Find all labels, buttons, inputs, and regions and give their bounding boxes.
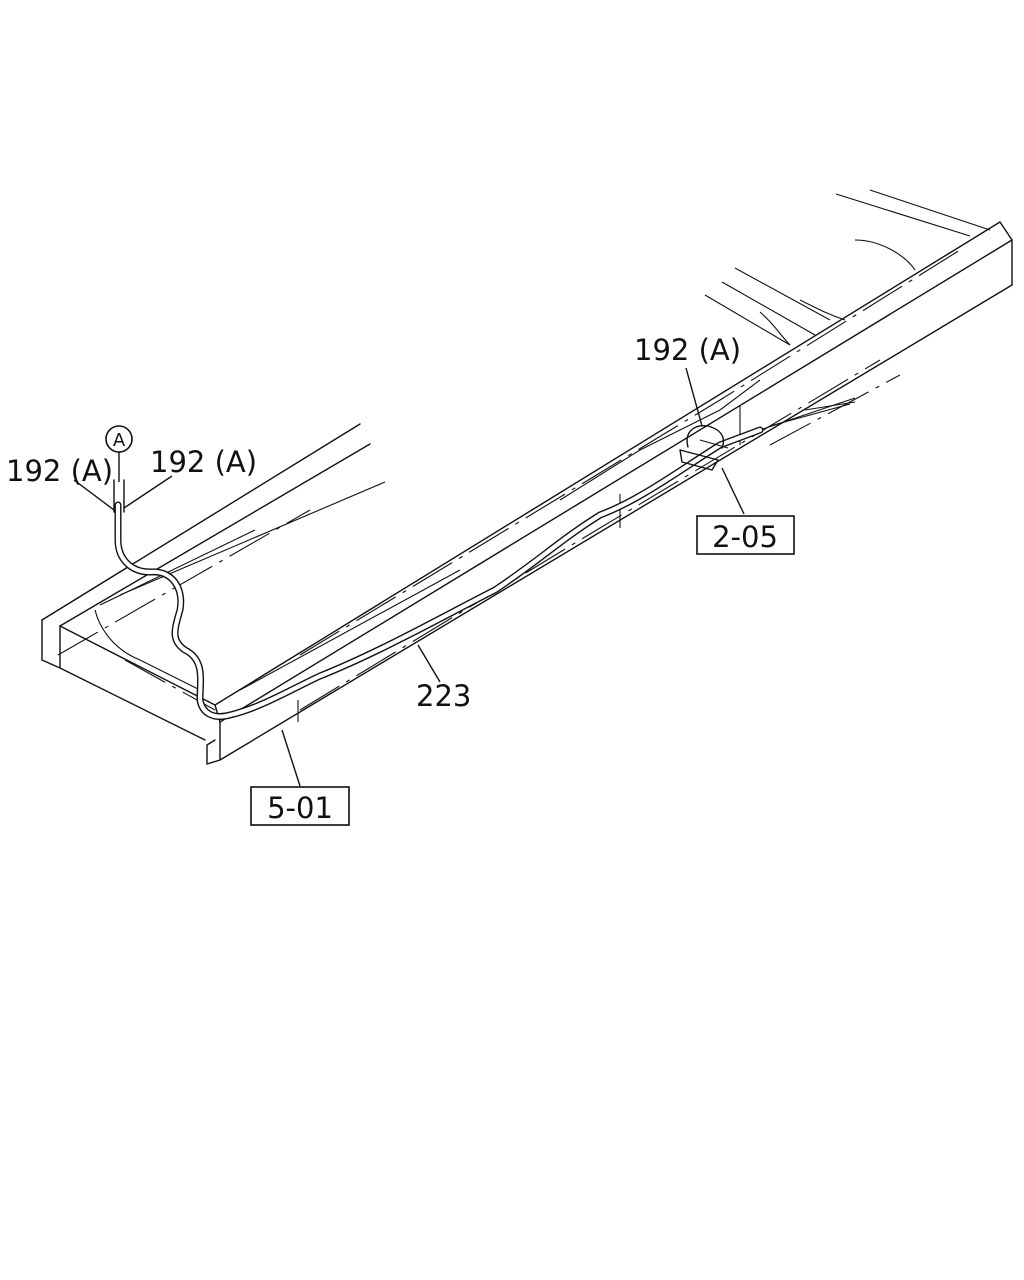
frame-rail (41, 221, 1013, 765)
leader-lines (73, 367, 745, 787)
clip-192a-right (679, 425, 729, 471)
connector-a-callout: A (105, 425, 133, 453)
label-192a-top: 192 (A) (634, 333, 741, 367)
ref-2-05-label: 2-05 (712, 520, 778, 554)
ref-box-5-01: 5-01 (250, 786, 350, 826)
ref-box-2-05: 2-05 (696, 515, 795, 555)
label-192a-left: 192 (A) (6, 454, 113, 488)
hose-223 (113, 426, 764, 720)
ref-5-01-label: 5-01 (267, 791, 333, 825)
label-223: 223 (416, 679, 471, 713)
connector-a-circle (105, 425, 133, 453)
cross-members (704, 189, 991, 446)
label-192a-mid: 192 (A) (150, 445, 257, 479)
connector-a-label: A (113, 430, 126, 451)
